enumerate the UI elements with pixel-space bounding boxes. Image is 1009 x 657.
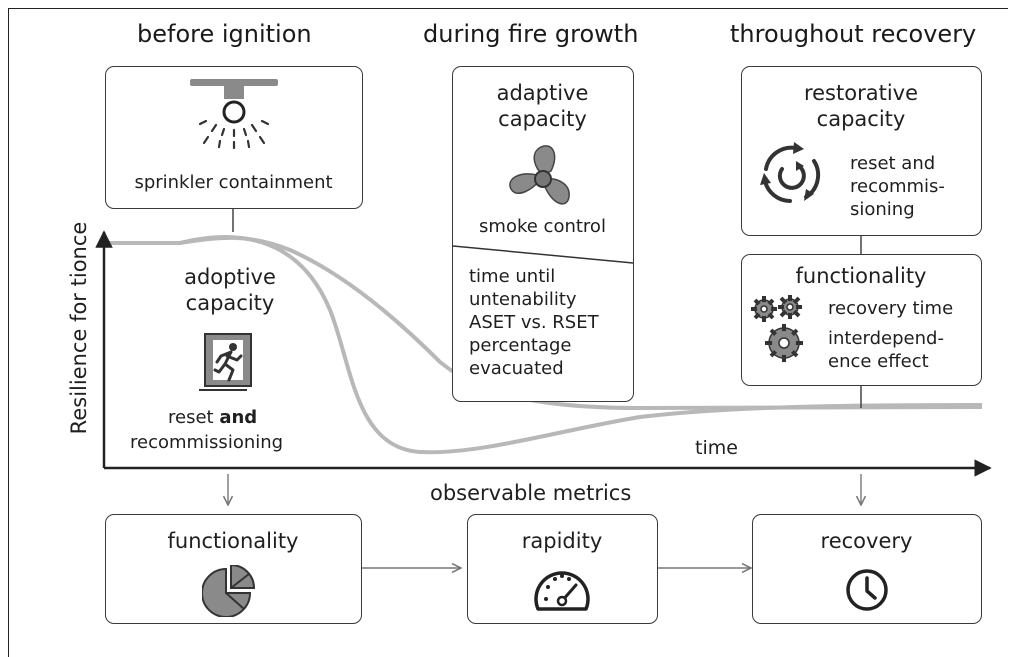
sprinkler-icon: [190, 79, 278, 150]
gears-icon: [751, 295, 803, 362]
adaptive-title-line2: capacity: [498, 107, 587, 131]
phase-throughout-recovery: throughout recovery: [730, 20, 977, 48]
adoptive-line1: adoptive: [184, 265, 276, 289]
clock-icon: [846, 569, 888, 611]
metric-line-2: untenability: [469, 289, 577, 310]
metric-functionality-box: functionality: [105, 514, 362, 624]
metric-recovery-box: recovery: [752, 514, 982, 624]
box-divider: [453, 245, 633, 264]
metric-line-3: ASET vs. RSET: [469, 312, 599, 333]
adoptive-line2: capacity: [185, 291, 275, 315]
metric-rapidity-label: rapidity: [521, 529, 603, 553]
functionality-title: functionality: [795, 264, 927, 288]
metric-functionality-label: functionality: [167, 529, 299, 553]
metric-rapidity-box: rapidity: [467, 514, 658, 624]
pie-chart-icon: [202, 565, 256, 617]
restorative-line-3: sioning: [850, 199, 915, 220]
metric-line-1: time until: [469, 266, 556, 287]
resilience-curve-lower: [105, 235, 983, 455]
restorative-line-2: recommis-: [850, 176, 945, 197]
phase-before-ignition: before ignition: [137, 20, 312, 48]
restorative-title-line2: capacity: [816, 107, 906, 131]
speedometer-icon: [534, 571, 590, 611]
phase-during-fire-growth: during fire growth: [423, 20, 639, 48]
figure-frame: [8, 8, 1008, 657]
restorative-line-1: reset and: [850, 153, 936, 174]
restorative-title-line1: restorative: [803, 81, 919, 105]
fan-icon: [509, 145, 570, 205]
functionality-box: functionality recovery time interdepend-…: [741, 254, 982, 386]
cycle-arrows-icon: [760, 142, 821, 203]
functionality-line-3: ence effect: [828, 351, 929, 372]
observable-metrics-title: observable metrics: [430, 481, 632, 505]
adaptive-title-line1: adaptive: [496, 81, 589, 105]
sprinkler-box: sprinkler containment: [105, 66, 363, 209]
functionality-line-2: interdepend-: [828, 328, 944, 349]
reset-bold: and: [219, 407, 258, 428]
metric-line-5: evacuated: [469, 358, 564, 379]
reset-label-line1: reset and: [168, 406, 257, 429]
adaptive-capacity-box: adaptive capacity smoke control time unt…: [452, 66, 634, 402]
reset-label-line2: recommissioning: [130, 432, 284, 453]
restorative-capacity-box: restorative capacity reset and recommis-…: [741, 66, 982, 236]
smoke-control-label: smoke control: [479, 216, 606, 237]
y-axis-label: Resilience for tionce: [67, 221, 91, 435]
metric-line-4: percentage: [469, 335, 572, 356]
x-axis-label: time: [695, 437, 738, 459]
reset-prefix: reset: [168, 407, 220, 428]
emergency-exit-icon: [199, 333, 252, 391]
metric-recovery-label: recovery: [820, 529, 913, 553]
functionality-line-1: recovery time: [828, 298, 954, 319]
sprinkler-containment-label: sprinkler containment: [134, 172, 333, 193]
